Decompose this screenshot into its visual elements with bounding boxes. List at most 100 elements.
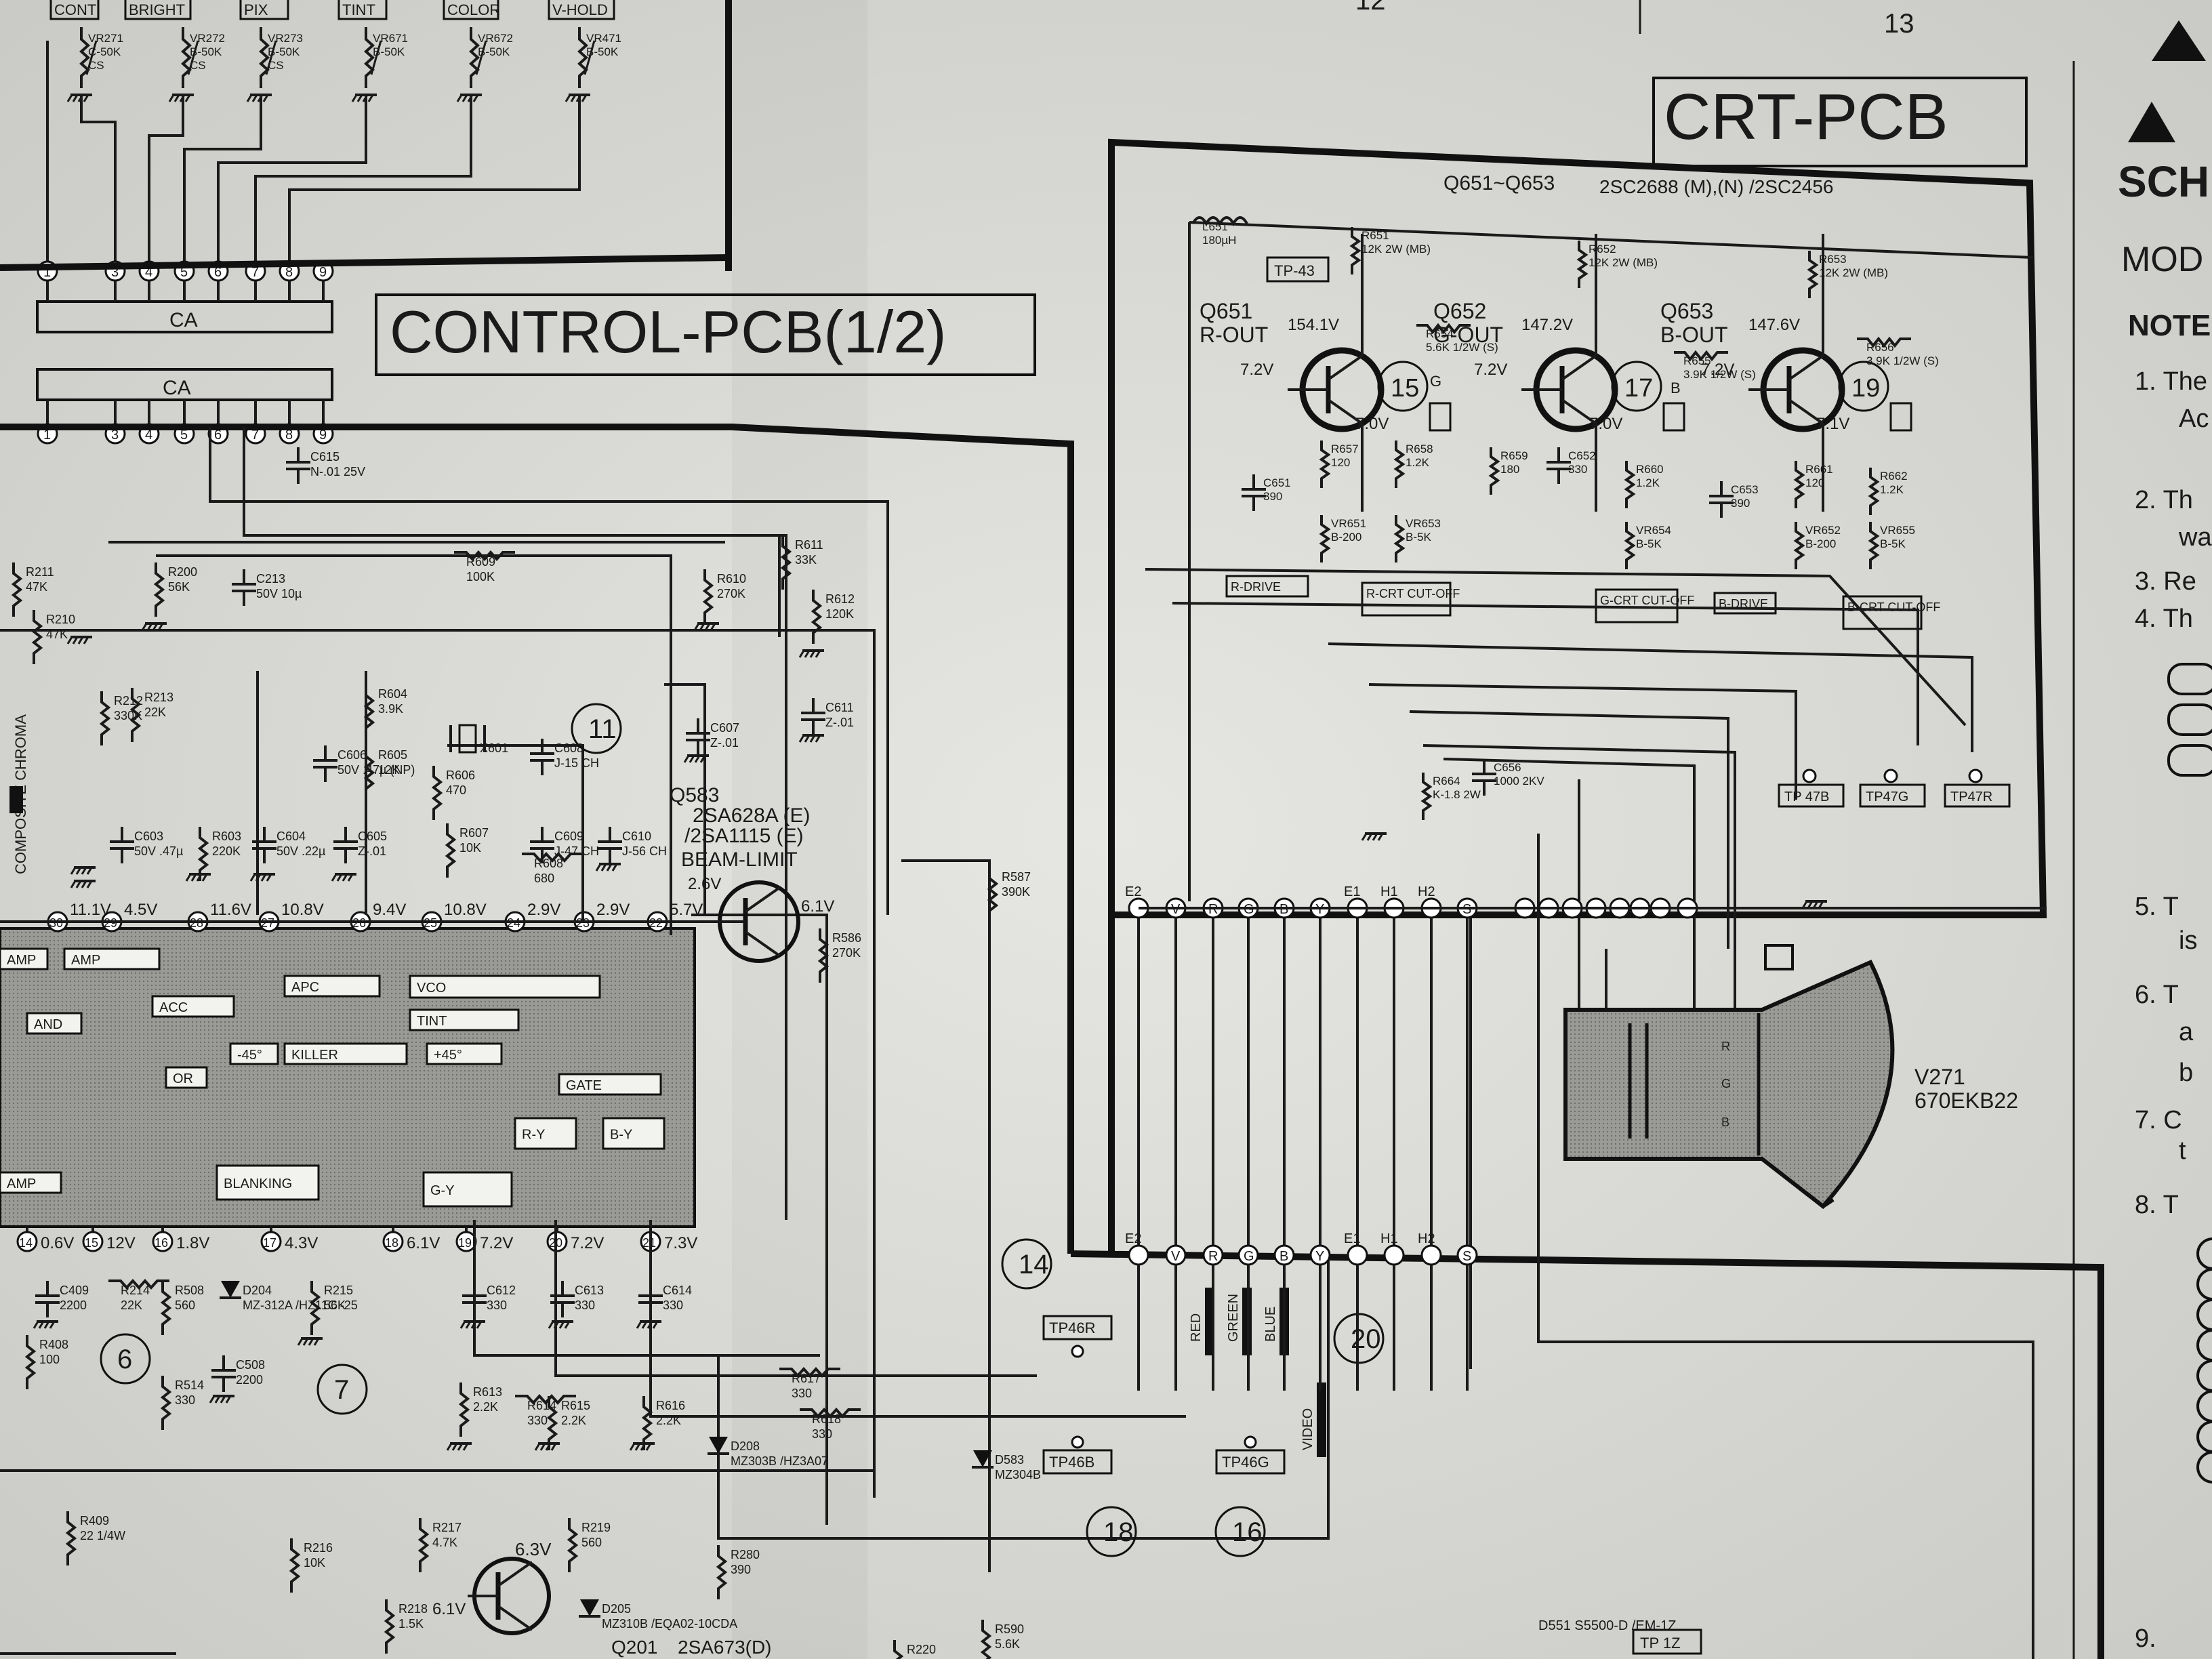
value-r210: 47K	[46, 628, 68, 641]
label-r616: R616	[656, 1399, 685, 1412]
d551-label: D551 S5500-D /EM-1Z	[1538, 1618, 1676, 1633]
capacitor-c610	[598, 827, 622, 863]
ic-pin-label-14: 14	[19, 1236, 33, 1250]
ic-pin-label-18: 18	[385, 1236, 398, 1250]
top-label-box-3	[337, 0, 388, 20]
value-l651: 180µH	[1202, 234, 1236, 247]
label-r217: R217	[432, 1521, 462, 1534]
ic-block-label-6: AND	[34, 1017, 62, 1032]
ic-pin-17	[260, 1231, 282, 1252]
test-marker-label-11: 11	[588, 714, 617, 744]
ic-pin-14	[16, 1231, 38, 1252]
stage-vb-q652: 7.2V	[1474, 361, 1507, 379]
page-number-12: 12	[1355, 0, 1386, 16]
value-r219: 560	[581, 1536, 602, 1549]
capacitor-c508	[211, 1355, 236, 1392]
ic-block-label-1: AMP	[71, 953, 100, 968]
control-pcb-title-box	[375, 293, 1036, 376]
adjust-box-0	[1225, 575, 1309, 598]
right-note-2: 2. Th	[2135, 486, 2193, 514]
ic-pin-15	[82, 1231, 104, 1252]
ic-pin-voltage-20: 7.2V	[571, 1234, 604, 1252]
label-r656: R656	[1866, 341, 1894, 354]
ic-block-11	[558, 1073, 662, 1096]
value-c613: 330	[575, 1298, 595, 1312]
label-vr652: VR652	[1805, 524, 1841, 537]
label-c607: C607	[710, 721, 739, 735]
value-r618: 330	[812, 1427, 832, 1441]
pot-vr271-name: VR271	[88, 32, 123, 45]
ic-block-12	[514, 1117, 577, 1150]
ic-block-label-13: B-Y	[610, 1128, 632, 1143]
resistor-r586	[817, 928, 830, 983]
test-marker-17	[1611, 361, 1662, 412]
stage-ve-q652: 7.0V	[1589, 415, 1622, 433]
value-c651: 390	[1263, 490, 1282, 503]
right-note-12: t	[2179, 1136, 2186, 1165]
ic-block-3	[283, 975, 381, 998]
label-r653: R653	[1819, 253, 1847, 266]
crt-type: 670EKB22	[1914, 1088, 2018, 1113]
value-r653: 12K 2W (MB)	[1819, 266, 1888, 279]
label-r662: R662	[1880, 470, 1908, 483]
label-r664: R664	[1433, 775, 1460, 787]
resistor-r210	[31, 610, 43, 664]
tp-box-tp46b	[1042, 1449, 1113, 1475]
inductor-l651	[1191, 216, 1248, 227]
resistor-r604	[363, 684, 375, 739]
pot-vr672-symbol	[469, 27, 480, 88]
value-r655: 3.9K 1/2W (S)	[1683, 368, 1756, 381]
pot-vr471-name: VR471	[586, 32, 621, 45]
ca-top-pin-label-8: 8	[285, 265, 293, 280]
top-label-box-0	[49, 0, 100, 20]
test-marker-label-7: 7	[334, 1375, 349, 1405]
resistor-r590	[980, 1620, 992, 1659]
test-marker-6	[100, 1333, 151, 1385]
label-d205: D205	[602, 1602, 631, 1616]
label-r214: R214	[121, 1284, 150, 1297]
value-r508: 560	[175, 1298, 195, 1312]
value-c610: J-56 CH	[622, 844, 667, 858]
resistor-r659	[1488, 447, 1500, 495]
value-c608: J-15 CH	[554, 756, 599, 770]
capacitor-c615	[286, 447, 310, 484]
value-r609: 100K	[466, 570, 495, 583]
label-r607: R607	[459, 826, 489, 840]
ca-bottom-pin-label-7: 7	[251, 428, 259, 443]
label-r211: R211	[26, 565, 54, 579]
label-c213: C213	[256, 572, 285, 586]
resistor-r652	[1576, 241, 1589, 288]
chroma-input-marker	[9, 786, 23, 813]
ic-block-16	[422, 1171, 513, 1208]
gun-b: B	[1721, 1115, 1729, 1129]
ic-block-label-16: G-Y	[430, 1183, 455, 1198]
value-c609: J-47 CH	[554, 844, 599, 858]
ic-pin-voltage-29: 4.5V	[124, 901, 157, 919]
right-note-circle-1	[2196, 1268, 2212, 1300]
value-r215: 56K	[324, 1298, 346, 1312]
ic-block-label-4: VCO	[417, 981, 446, 996]
resistor-r212	[99, 691, 111, 745]
ic-pin-label-15: 15	[85, 1236, 98, 1250]
pot-vr273-name: VR273	[268, 32, 303, 45]
crt-connector-bottom-pin-label-r: R	[1208, 1249, 1218, 1264]
right-note-3: wa	[2178, 523, 2212, 552]
crt-tp-label-1: TP47G	[1866, 790, 1908, 804]
control-pcb-title: CONTROL-PCB(1/2)	[390, 298, 946, 365]
crt-connector-bottom-pin-label-h2: H2	[1418, 1231, 1435, 1246]
resistor-r606	[431, 766, 443, 820]
label-c508: C508	[236, 1358, 265, 1372]
resistor-r664	[1420, 773, 1433, 820]
crt-connector-bottom-pin-label-h1: H1	[1380, 1231, 1398, 1246]
capacitor-c609	[530, 827, 554, 863]
resistor-r658	[1393, 441, 1406, 488]
value-r658: 1.2K	[1406, 456, 1430, 469]
label-c611: C611	[825, 701, 854, 714]
ca-label-top: CA	[169, 309, 198, 331]
label-r652: R652	[1589, 243, 1616, 255]
ca-label-bottom: CA	[163, 377, 191, 399]
label-c608: C608	[554, 741, 583, 755]
value-r214: 22K	[121, 1298, 142, 1312]
ic-block-7	[229, 1042, 279, 1065]
